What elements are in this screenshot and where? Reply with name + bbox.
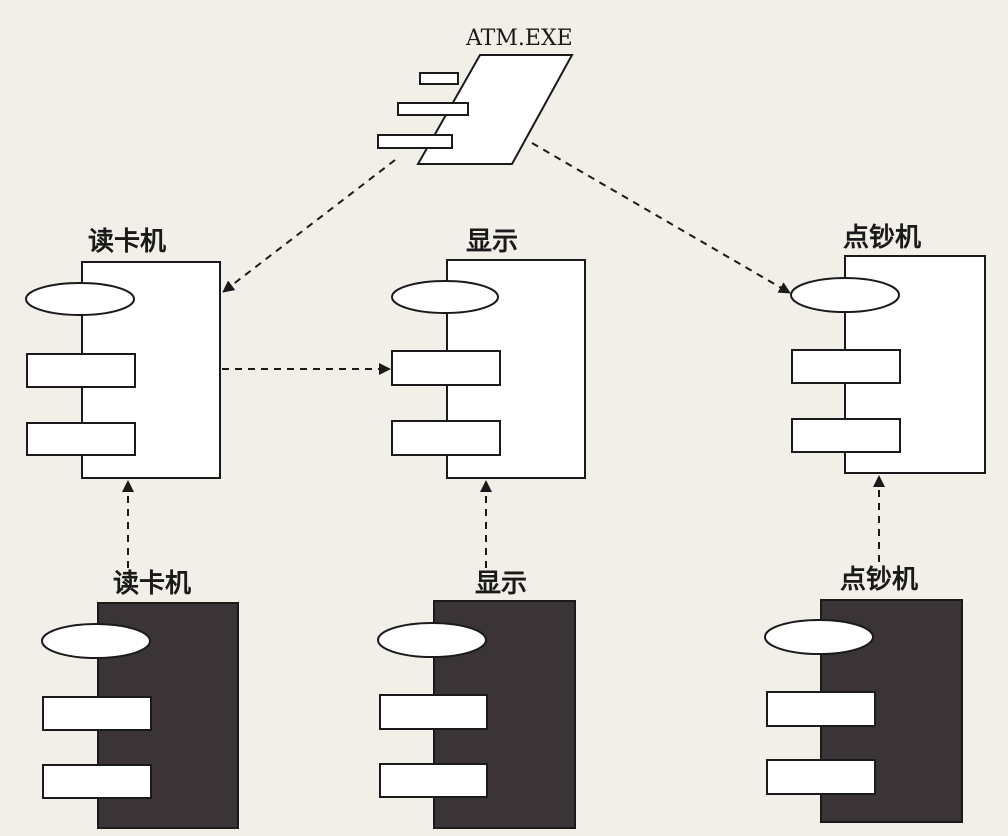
atm-exe-label: ATM.EXE [465,26,573,51]
dependency-exe-to-card-reader [222,159,396,293]
cash-dispenser-label: 点钞机 [843,222,921,253]
display-node [377,600,576,829]
cash-dispenser-component [790,255,986,474]
display-node-label: 显示 [475,569,527,599]
card-reader-node [41,602,239,829]
card-reader-label: 读卡机 [88,227,166,257]
card-reader-component [25,261,221,479]
card-reader-node-label: 读卡机 [113,569,191,599]
dependency-exe-to-cash-dispenser [531,142,791,294]
cash-dispenser-node [764,599,963,823]
display-label: 显示 [466,227,518,257]
cash-dispenser-node-label: 点钞机 [840,564,918,595]
atm-exe-icon [377,54,574,165]
display-component [391,259,586,479]
